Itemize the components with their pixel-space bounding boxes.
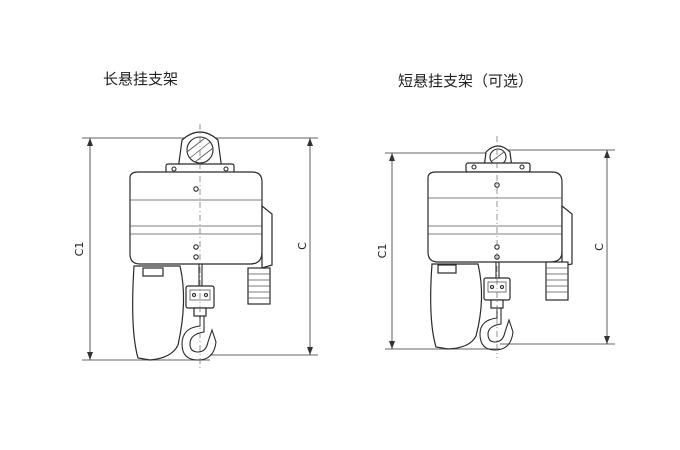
label-c1-right: C1 [376, 244, 389, 259]
cable-clamp-right [437, 264, 457, 274]
hoist-long-suspension: C1 C [73, 124, 318, 370]
hoist-body-right [427, 171, 573, 267]
hook-right [479, 308, 514, 351]
dimension-c-right: C [500, 149, 615, 345]
dimension-c1-right: C1 [376, 152, 500, 350]
title-long-suspension: 长悬挂支架 [103, 70, 179, 88]
label-c-right: C [593, 243, 606, 251]
chain-container-left [132, 265, 185, 361]
cable-clamp-left [142, 267, 164, 277]
dimension-c-left: C [210, 137, 318, 356]
cable-coil-left [247, 267, 271, 305]
hook-left [181, 316, 217, 361]
label-c1-left: C1 [73, 242, 86, 257]
hoist-body-left [129, 171, 273, 269]
cable-coil-right [545, 261, 569, 301]
chain-container-right [430, 263, 483, 350]
title-short-suspension: 短悬挂支架（可选） [398, 72, 534, 90]
hoist-short-suspension: C1 C [376, 136, 615, 358]
label-c-left: C [296, 242, 309, 250]
